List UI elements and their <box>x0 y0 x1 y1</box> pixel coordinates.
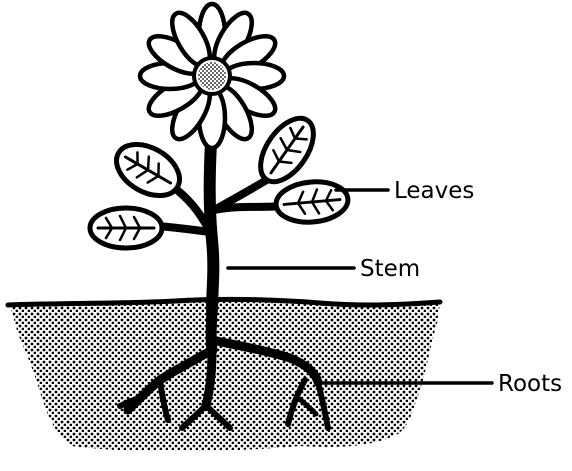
roots-label: Roots <box>498 371 562 397</box>
soil <box>8 299 440 451</box>
leaf-right-lower <box>274 179 349 225</box>
stem-label: Stem <box>360 256 420 282</box>
leaf-left-upper <box>108 134 189 206</box>
leaf-left-lower <box>90 208 162 248</box>
flower <box>140 4 284 148</box>
leaves-label: Leaves <box>394 178 474 204</box>
soil-area <box>10 299 440 450</box>
